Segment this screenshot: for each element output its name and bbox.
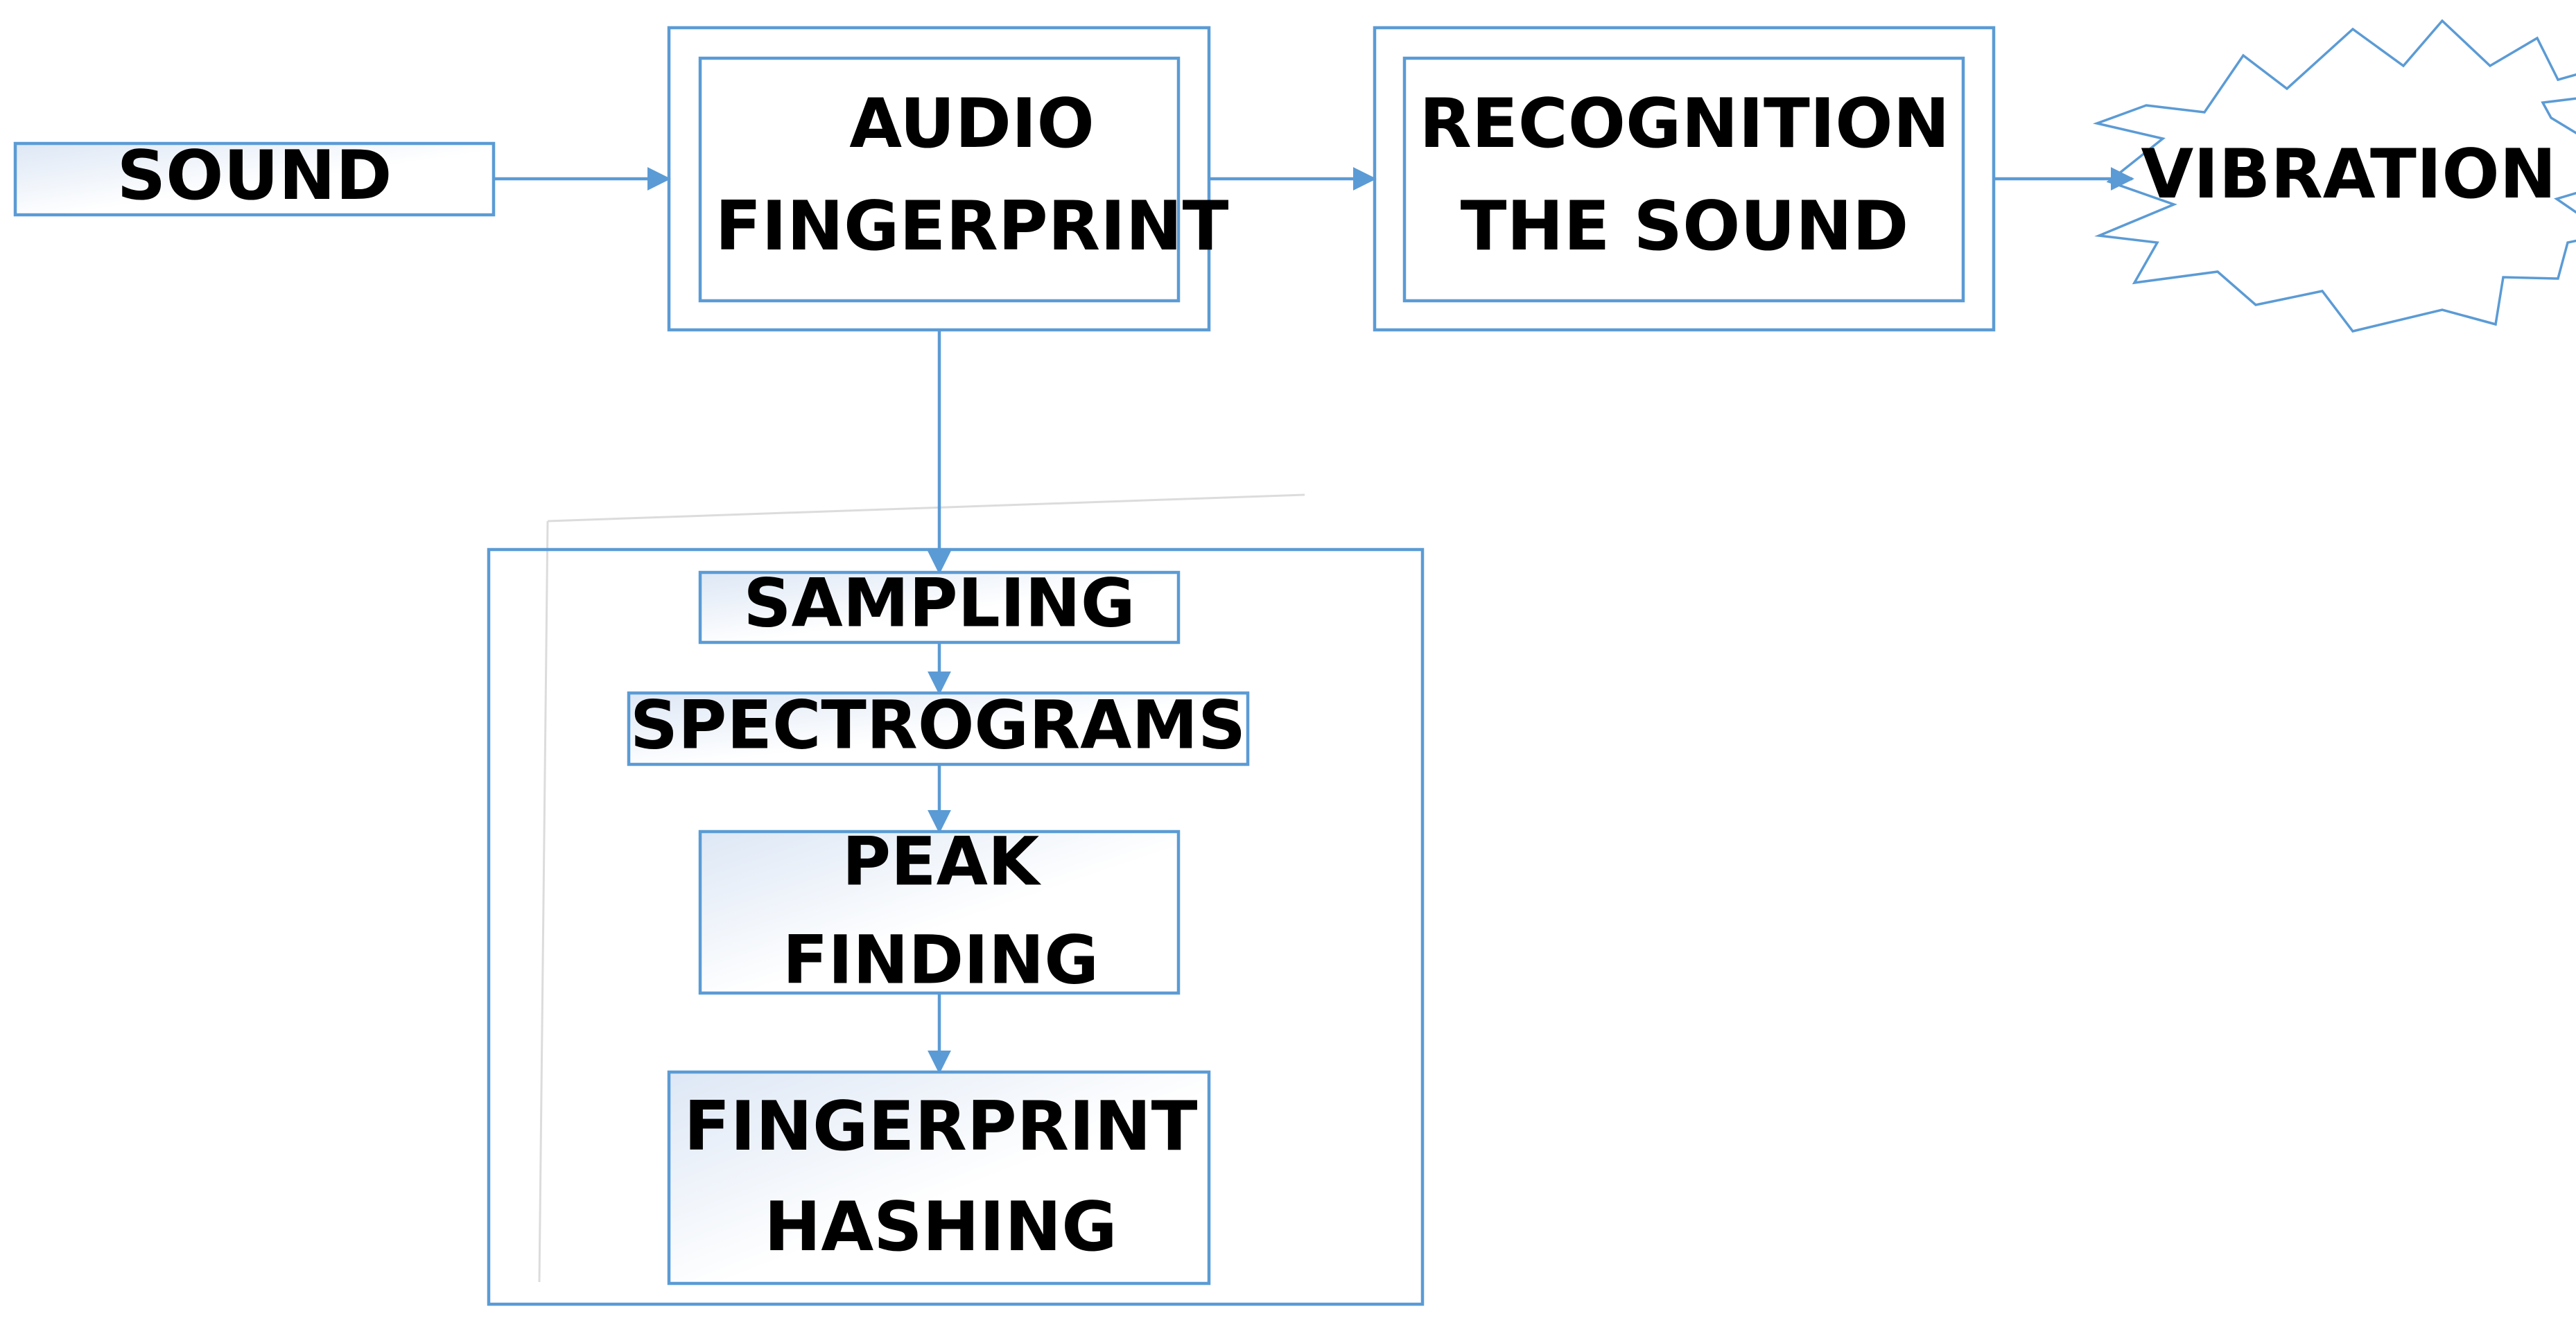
fingerprint-hashing-box [667, 1070, 1211, 1285]
peak-finding-box [698, 830, 1181, 995]
peak-finding-node: PEAK FINDING [698, 823, 1181, 999]
spectrograms-label: SPECTROGRAMS [630, 686, 1246, 764]
peak-finding-label-line2: FINDING [783, 921, 1099, 999]
recognition-outer-box [1373, 26, 1996, 332]
sampling-node: SAMPLING [698, 564, 1181, 644]
fingerprint-hashing-label-line1: FINGERPRINT [684, 1087, 1198, 1166]
recognition-label-line1: RECOGNITION [1419, 85, 1949, 164]
audio-fingerprint-outer-box [667, 26, 1211, 332]
vibration-node: VIBRATION [2092, 19, 2576, 333]
sound-label: SOUND [117, 137, 392, 216]
audio-fingerprint-label-line1: AUDIO [849, 85, 1095, 164]
sampling-box [698, 570, 1181, 644]
recognition-inner-box [1402, 56, 1965, 303]
sampling-label: SAMPLING [743, 564, 1135, 642]
vibration-starburst-shape [2092, 19, 2576, 333]
sound-node: SOUND [13, 137, 496, 217]
spectrograms-node: SPECTROGRAMS [627, 686, 1250, 766]
recognition-node: RECOGNITION THE SOUND [1373, 26, 1996, 332]
vibration-label: VIBRATION [2141, 135, 2556, 214]
fingerprint-process-container [487, 547, 1425, 1306]
recognition-label-line2: THE SOUND [1461, 187, 1909, 266]
audio-fingerprint-label-line2: FINGERPRINT [715, 187, 1229, 266]
background-sheet-edge [538, 493, 1305, 1283]
fingerprint-hashing-label-line2: HASHING [764, 1188, 1117, 1267]
fingerprint-hashing-node: FINGERPRINT HASHING [667, 1070, 1211, 1285]
audio-fingerprint-node: AUDIO FINGERPRINT [667, 26, 1229, 332]
peak-finding-label-line1: PEAK [842, 823, 1042, 900]
audio-fingerprint-inner-box [698, 56, 1181, 303]
